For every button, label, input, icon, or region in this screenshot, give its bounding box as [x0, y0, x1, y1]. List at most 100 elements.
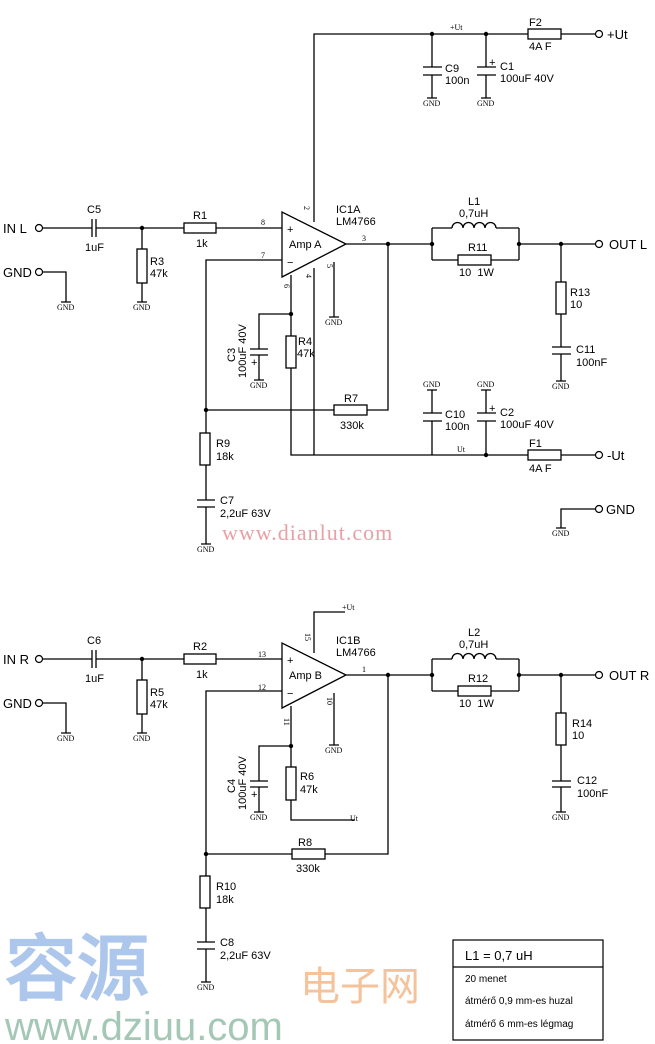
circle-mark	[385, 672, 391, 678]
terminal-pos-ut[interactable]	[594, 29, 604, 39]
terminal-in-r[interactable]	[34, 654, 44, 664]
rect-mark	[555, 712, 567, 746]
rect-mark	[291, 848, 326, 860]
label-top-l1-name: L1	[468, 196, 480, 208]
label-bottom-r14-name: R14	[572, 718, 592, 730]
label-top-pins-vminus: 4	[304, 274, 313, 278]
path-mark	[423, 66, 442, 76]
watermark-brand-cn2: 电子网	[300, 964, 420, 1010]
label-rail-pos-b: +Ut	[342, 603, 355, 612]
wire-inverting-right	[205, 690, 282, 982]
wire-c3	[258, 313, 291, 380]
wire-c9-c1	[431, 34, 487, 98]
path-mark	[552, 780, 571, 788]
label-bottom-pins-out: 1	[362, 665, 366, 674]
rect-mark	[136, 248, 148, 284]
label-bottom-pins-vplus: 15	[303, 633, 312, 641]
label-top-c7-value: 2,2uF 63V	[220, 508, 271, 520]
label-gnd_label: GND	[197, 983, 215, 992]
label-bottom-pins-in_plus: 13	[258, 650, 266, 659]
watermark-brand-cn: 容源	[5, 927, 149, 1011]
terminal-gnd[interactable]	[594, 504, 604, 514]
terminal-neg-ut[interactable]	[594, 450, 604, 460]
label-top-ic-plus: +	[287, 224, 293, 236]
rect-mark	[452, 939, 604, 1041]
label-in-l: IN L	[3, 221, 27, 236]
label-bottom-c6-value: 1uF	[85, 673, 104, 685]
label-top-c3-polarity: +	[251, 357, 257, 369]
circle-mark	[139, 656, 145, 662]
label-gnd_label: GND	[552, 529, 570, 538]
rect-mark	[555, 281, 567, 315]
wire-r7	[206, 244, 389, 411]
resistor-r7: R7 330k	[333, 393, 368, 432]
label-gnd_label: GND	[325, 746, 343, 755]
label-top-c1-name: C1	[500, 61, 514, 73]
capacitor-c2: + C2 100uF 40V	[477, 403, 554, 431]
rect-mark	[199, 432, 211, 466]
label-gnd_label: GND	[250, 813, 268, 822]
label-top-pins-mute: 6	[282, 284, 291, 288]
label-bottom-r8-name: R8	[298, 837, 312, 849]
label-gnd_label: GND	[477, 380, 495, 389]
inductor-l1: L1 0,7uH	[451, 196, 497, 229]
label-neg-ut: -Ut	[607, 448, 625, 463]
wire-r8	[206, 675, 389, 855]
label-gnd-in-l: GND	[3, 265, 32, 280]
label-bottom-l2-name: L2	[468, 627, 480, 639]
label-top-r7-name: R7	[344, 393, 358, 405]
resistor-r8: R8 330k	[291, 837, 326, 875]
terminal-gnd-in-l[interactable]	[34, 267, 44, 277]
label-top-c1-polarity: +	[489, 57, 495, 69]
capacitor-c3: + C3 100uF 40V	[226, 324, 268, 378]
circle-mark	[385, 241, 391, 247]
label-gnd_label: GND	[57, 303, 75, 312]
terminal-gnd-in-r[interactable]	[34, 698, 44, 708]
label-top-pins-out: 3	[362, 234, 366, 243]
rect-mark	[136, 679, 148, 715]
label-top-r7-value: 330k	[340, 420, 364, 432]
wire-pin6	[290, 275, 595, 456]
label-top-c7-name: C7	[220, 495, 234, 507]
resistor-r2: R2 1k	[183, 641, 217, 681]
terminal-out-r[interactable]	[594, 670, 604, 680]
label-top-r13-value: 10	[570, 299, 582, 311]
opamp-ic1b: + − Amp B IC1B LM4766 13 12 1 15 11 10	[258, 633, 376, 726]
label-bottom-c4-value: 100uF 40V	[237, 756, 249, 810]
path-mark	[477, 66, 496, 76]
fuse-f2: F2 4A F	[527, 17, 562, 53]
capacitor-c1: + C1 100uF 40V	[477, 57, 554, 85]
label-top-f1-name: F1	[529, 438, 542, 450]
label-top-c5-value: 1uF	[85, 242, 104, 254]
path-mark	[61, 732, 566, 983]
label-bottom-pins-in_minus: 12	[258, 683, 266, 692]
wire-c10-c2	[431, 390, 487, 455]
label-top-c9-name: C9	[445, 63, 459, 75]
label-bottom-c4-polarity: +	[251, 789, 257, 801]
resistor-r12: R12 10 1W	[457, 673, 494, 710]
rect-mark	[527, 449, 562, 461]
label-bottom-r12-value: 10 1W	[459, 698, 494, 710]
terminal-in-l[interactable]	[34, 223, 44, 233]
label-top-ic-name: IC1A	[336, 204, 361, 216]
label-top-pins-vplus: 2	[302, 206, 311, 210]
path-mark	[91, 219, 97, 237]
terminal-out-l[interactable]	[594, 239, 604, 249]
resistor-r14: R14 10	[555, 712, 592, 746]
label-gnd_label: GND	[477, 99, 495, 108]
label-bottom-c8-name: C8	[220, 937, 234, 949]
gnd-symbols-right: GND GND GND GND GND GND	[57, 732, 570, 992]
inductor-l2: L2 0,7uH	[451, 627, 497, 660]
label-top-c9-value: 100n	[445, 75, 469, 87]
gnd-symbols-left: GND GND GND GND GND GND GND GND GND GND …	[57, 97, 570, 554]
path-mark	[281, 641, 348, 710]
rect-mark	[457, 685, 492, 697]
label-top-f2-name: F2	[529, 17, 542, 29]
label-rail-neg: Ut	[457, 445, 466, 454]
label-top-c11-value: 100nF	[576, 357, 607, 369]
label-bottom-r6-value: 47k	[300, 784, 318, 796]
label-top-r4-name: R4	[298, 336, 312, 348]
label-top-r3-value: 47k	[150, 268, 168, 280]
label-top-pins-gnd: 5	[325, 264, 334, 268]
